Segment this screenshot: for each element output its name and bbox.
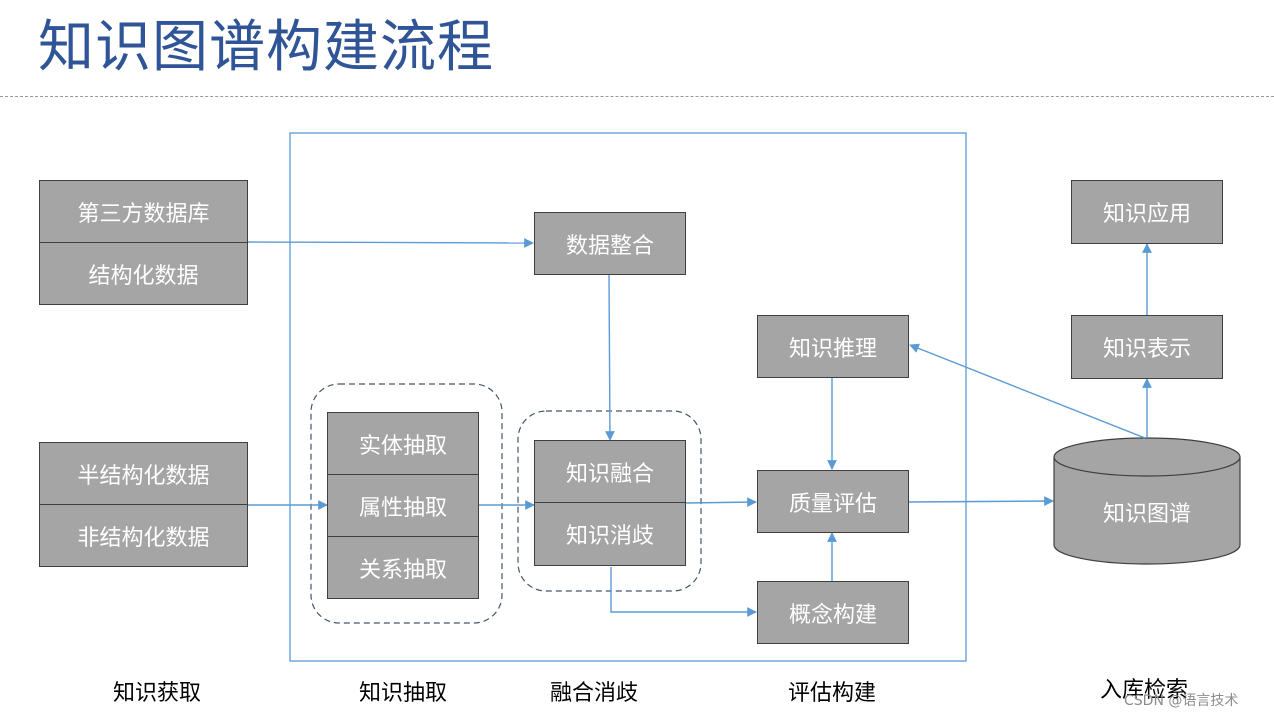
arrow-fusion-to-assessment [685, 497, 757, 508]
stage-label-fusion: 融合消歧 [549, 681, 638, 706]
unstructured-data-box: 非结构化数据 [39, 504, 248, 567]
attribute-extraction-box: 属性抽取 [327, 474, 479, 537]
watermark: CSDN @语言技术 [1124, 693, 1239, 709]
process-frame [289, 132, 967, 662]
data-integration-box: 数据整合 [534, 212, 686, 275]
arrow-assessment-to-graph [908, 496, 1054, 506]
knowledge-application-box: 知识应用 [1071, 180, 1223, 244]
arrow-disambiguation-to-concept [610, 567, 757, 617]
structured-data-box: 结构化数据 [39, 242, 248, 305]
concept-construction-box: 概念构建 [757, 581, 909, 644]
page-title: 知识图谱构建流程 [38, 15, 494, 80]
third-party-database-box: 第三方数据库 [39, 180, 248, 243]
knowledge-representation-box: 知识表示 [1071, 315, 1223, 379]
arrow-structured-to-integration [246, 238, 534, 248]
knowledge-graph-cylinder [1053, 437, 1241, 565]
knowledge-fusion-box: 知识融合 [534, 440, 686, 503]
relation-extraction-box: 关系抽取 [327, 536, 479, 599]
semi-structured-data-box: 半结构化数据 [39, 442, 248, 505]
arrow-integration-to-fusion [605, 274, 615, 441]
arrow-graph-to-reasoning [909, 343, 1146, 439]
entity-extraction-box: 实体抽取 [327, 412, 479, 475]
stage-label-acquisition: 知识获取 [112, 681, 201, 706]
knowledge-graph-label: 知识图谱 [1102, 502, 1191, 527]
extraction-group [310, 383, 503, 624]
stage-label-storage: 入库检索 [1099, 678, 1188, 703]
knowledge-disambiguation-box: 知识消歧 [534, 502, 686, 566]
stage-label-extraction: 知识抽取 [358, 681, 447, 706]
title-divider [0, 96, 1274, 97]
knowledge-reasoning-box: 知识推理 [757, 315, 909, 378]
stage-label-assessment: 评估构建 [787, 681, 876, 706]
quality-assessment-box: 质量评估 [757, 470, 909, 533]
